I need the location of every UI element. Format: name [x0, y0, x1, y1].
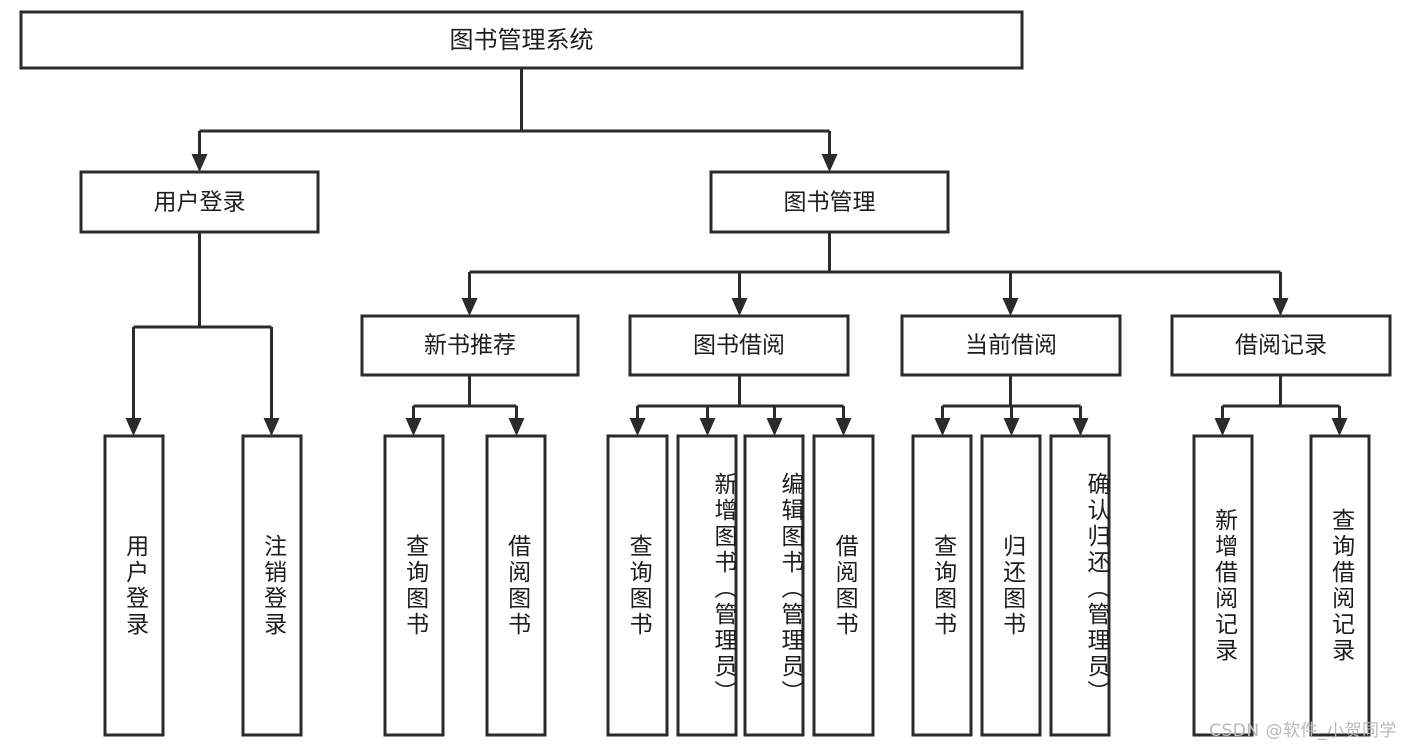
arrowhead-leaf-confirm-return-admin [1072, 418, 1089, 436]
connectors-book-borrow-to-leaves [629, 375, 852, 436]
arrowhead-leaf-borrow-book-rec [508, 418, 525, 436]
node-current-borrow-box[interactable] [900, 314, 1122, 377]
node-user-login-box[interactable] [79, 170, 320, 234]
node-root[interactable]: 图书管理系统 [19, 10, 1024, 70]
arrowhead-leaf-logout [263, 418, 280, 436]
leaf-boxes [103, 434, 1371, 737]
arrowhead-borrow-record [1272, 298, 1289, 316]
node-new-book-recommend[interactable]: 新书推荐 [360, 314, 580, 377]
connectors-current-borrow-to-leaves [934, 375, 1089, 436]
arrowhead-user-login [191, 154, 208, 172]
node-user-login[interactable]: 用户登录 [79, 170, 320, 234]
arrowhead-leaf-return-book [1003, 418, 1020, 436]
leaf-box-borrow-book[interactable] [812, 434, 875, 737]
node-book-borrow-label: 图书借阅 [693, 333, 785, 359]
csdn-watermark: CSDN @软件_小贺同学 [1209, 721, 1397, 741]
arrowhead-leaf-add-book-admin [699, 418, 716, 436]
node-book-management-box[interactable] [709, 170, 950, 234]
node-book-management-label: 图书管理 [784, 190, 876, 216]
node-book-management[interactable]: 图书管理 [709, 170, 950, 234]
arrowhead-new-book-recommend [461, 298, 478, 316]
node-current-borrow[interactable]: 当前借阅 [900, 314, 1122, 377]
node-book-borrow-box[interactable] [628, 314, 850, 377]
node-current-borrow-label: 当前借阅 [965, 333, 1057, 359]
node-root-label: 图书管理系统 [450, 26, 594, 54]
arrowhead-leaf-user-login [125, 418, 142, 436]
leaf-box-confirm-return-admin[interactable] [1049, 434, 1111, 737]
leaf-box-edit-book-admin[interactable] [743, 434, 805, 737]
connectors-user-login-to-leaves [125, 232, 280, 436]
leaf-box-query-book-rec[interactable] [383, 434, 445, 737]
arrowhead-leaf-add-borrow-record [1214, 418, 1231, 436]
leaf-box-query-book-borrow[interactable] [606, 434, 669, 737]
arrowhead-leaf-borrow-book [835, 418, 852, 436]
node-borrow-record[interactable]: 借阅记录 [1170, 314, 1392, 377]
node-new-book-recommend-box[interactable] [360, 314, 580, 377]
arrowhead-leaf-query-borrow-record [1331, 418, 1348, 436]
connectors-new-book-to-leaves [405, 375, 525, 436]
leaf-box-add-book-admin[interactable] [676, 434, 738, 737]
arrowhead-current-borrow [1002, 298, 1019, 316]
leaf-box-query-borrow-record[interactable] [1309, 434, 1371, 737]
leaf-box-query-book-current[interactable] [911, 434, 973, 737]
node-borrow-record-box[interactable] [1170, 314, 1392, 377]
connectors-book-management-to-level3 [461, 232, 1289, 316]
node-book-borrow[interactable]: 图书借阅 [628, 314, 850, 377]
leaf-box-logout[interactable] [241, 434, 303, 737]
leaf-box-borrow-book-rec[interactable] [485, 434, 547, 737]
connectors-root-to-level2 [191, 68, 838, 172]
arrowhead-leaf-query-book-current [934, 418, 951, 436]
arrowhead-leaf-query-book-borrow [629, 418, 646, 436]
node-new-book-recommend-label: 新书推荐 [424, 333, 516, 359]
leaf-box-return-book[interactable] [980, 434, 1042, 737]
node-borrow-record-label: 借阅记录 [1235, 333, 1327, 359]
node-user-login-label: 用户登录 [154, 190, 246, 216]
leaf-box-add-borrow-record[interactable] [1192, 434, 1254, 737]
node-root-box[interactable] [19, 10, 1024, 70]
connectors-borrow-record-to-leaves [1214, 375, 1348, 436]
arrowhead-leaf-edit-book-admin [766, 418, 783, 436]
arrowhead-leaf-query-book-rec [405, 418, 422, 436]
arrowhead-book-borrow [731, 298, 748, 316]
arrowhead-book-management [821, 154, 838, 172]
leaf-box-user-login[interactable] [103, 434, 165, 737]
